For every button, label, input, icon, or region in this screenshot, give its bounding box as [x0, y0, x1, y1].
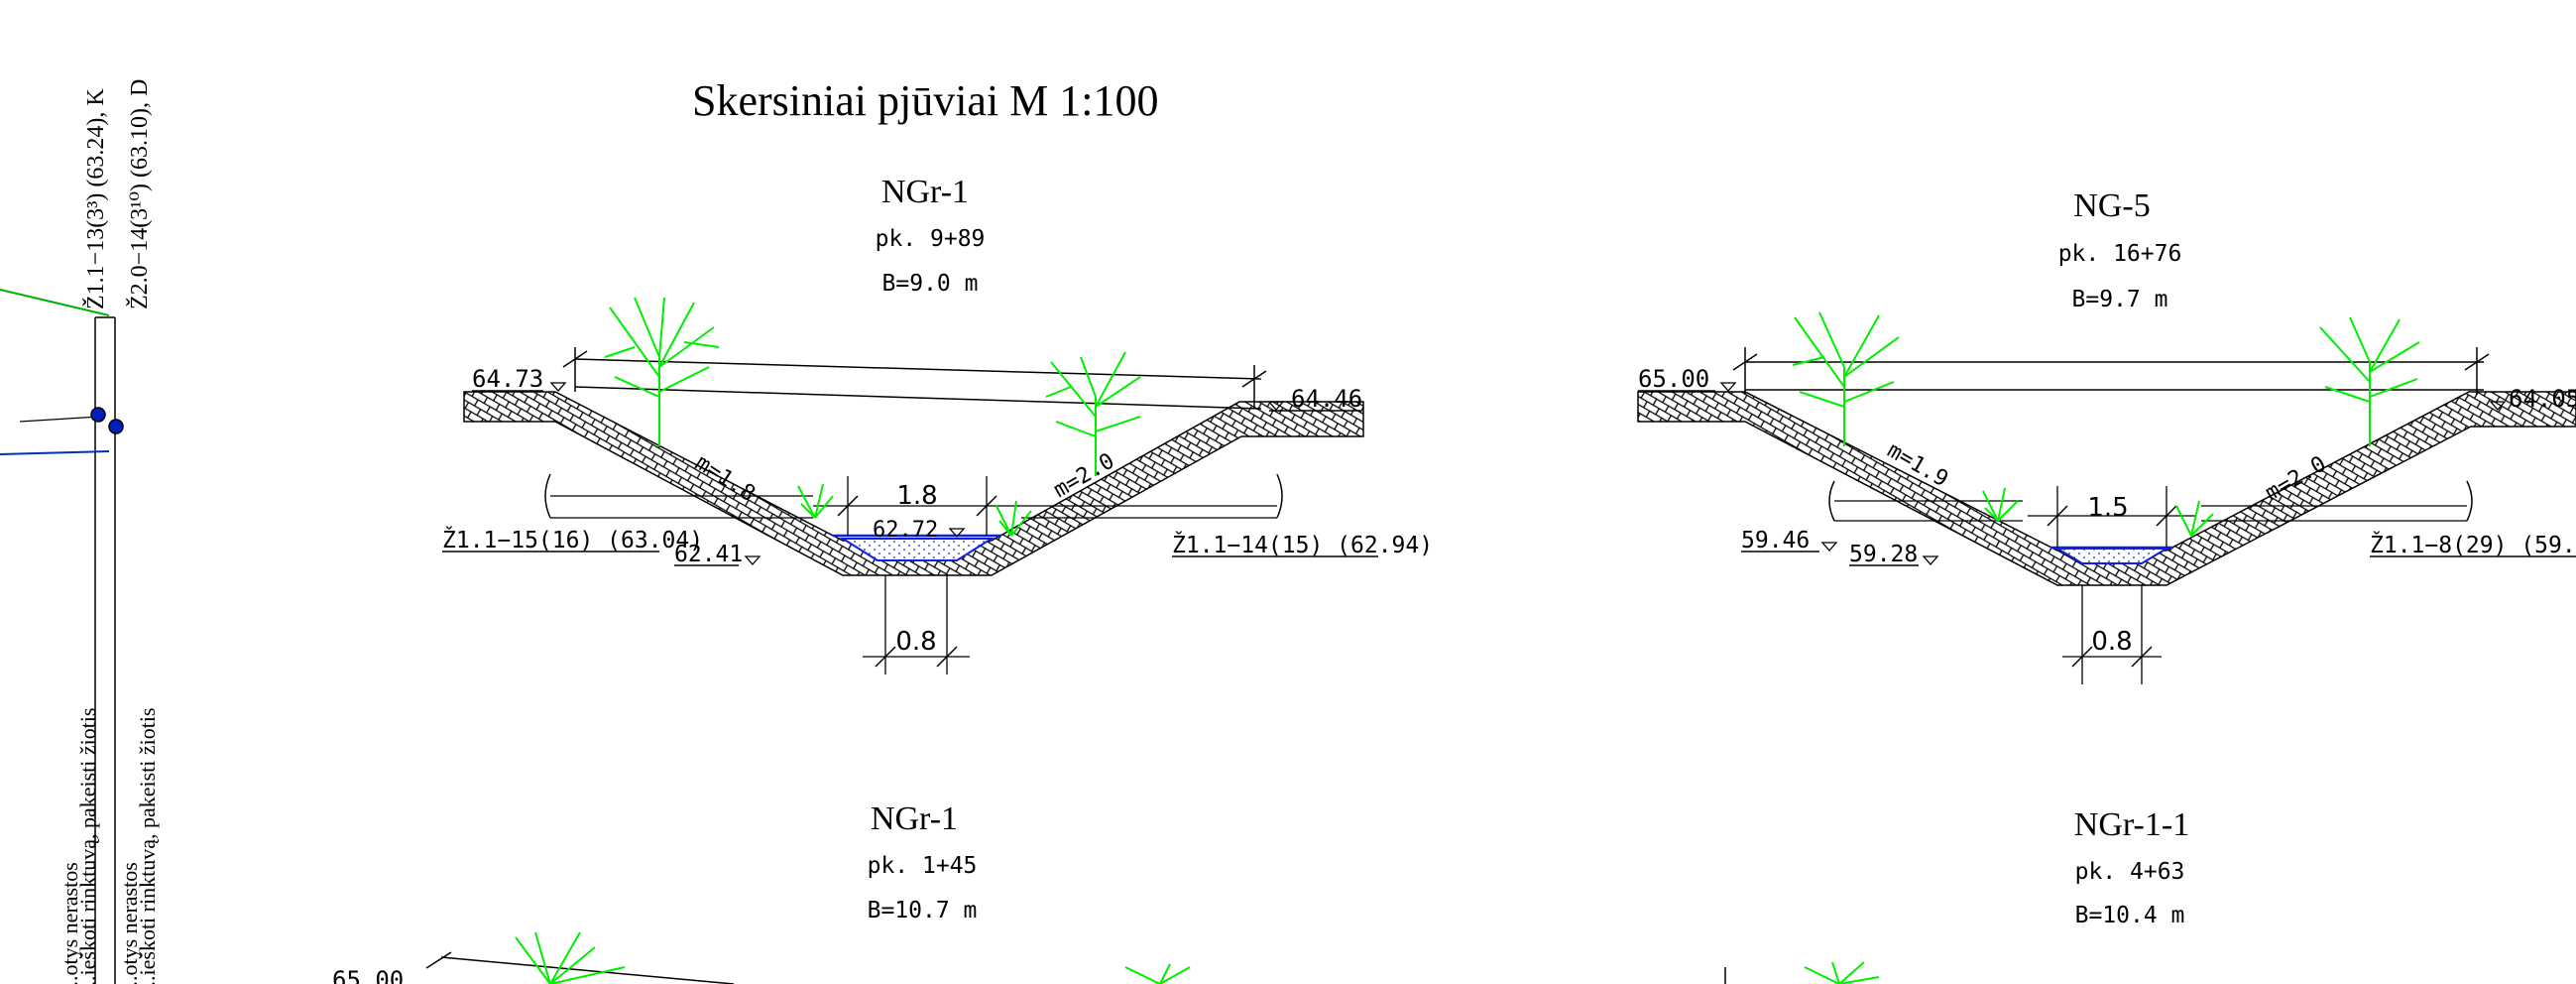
- section-width: B=10.7 m: [868, 898, 978, 923]
- tree-left: [515, 931, 626, 984]
- tree-left: [604, 297, 720, 446]
- bottom-width-label: 0.8: [895, 627, 936, 657]
- right-drain: Ž1.1−8(29) (59.84): [2370, 531, 2576, 558]
- tree-left: [1804, 961, 1880, 984]
- grass-left: [1982, 487, 2019, 522]
- well-marker-b: [108, 419, 124, 434]
- left-border: Ž1.1−13(3³) (63.24), K Ž2.0−14(3¹⁰) (63.…: [0, 79, 160, 984]
- left-drain: Ž1.1−15(16) (63.04): [442, 526, 703, 554]
- tree-left: [1792, 311, 1900, 446]
- grass-left: [797, 483, 834, 519]
- section-ngr1-145: NGr-1 pk. 1+45 B=10.7 m 65.00: [332, 800, 1191, 984]
- grass-right: [995, 500, 1032, 537]
- water-body: [839, 538, 995, 561]
- right-elev: 64.46: [1291, 385, 1362, 413]
- left-bottom-elev: 59.28: [1849, 542, 1918, 567]
- bottom-width-label: 0.8: [2091, 627, 2132, 657]
- section-pk: pk. 16+76: [2058, 241, 2182, 267]
- side-label-top-a: Ž1.1−13(3³) (63.24), K: [83, 88, 109, 309]
- left-elev: 65.00: [332, 966, 404, 984]
- section-width: B=10.4 m: [2075, 903, 2185, 928]
- side-label-bottom-b1: ...otys nerastos: [117, 862, 142, 984]
- top-width-label: 1.5: [2087, 493, 2128, 523]
- section-ngr11-463: NGr-1-1 pk. 4+63 B=10.4 m: [1724, 806, 2189, 984]
- section-name: NGr-1: [881, 174, 969, 210]
- section-name: NG-5: [2073, 187, 2150, 224]
- section-ngr1-989: NGr-1 pk. 9+89 B=9.0 m 1.8: [442, 174, 1433, 675]
- tree-right: [2319, 316, 2420, 446]
- section-pk: pk. 4+63: [2075, 859, 2185, 885]
- side-label-bottom-a1: ...otys nerastos: [58, 862, 82, 984]
- left-elev: 64.73: [472, 365, 543, 393]
- drawing-title: Skersiniai pjūviai M 1:100: [692, 76, 1159, 125]
- tree-right: [1124, 963, 1191, 984]
- side-label-top-b: Ž2.0−14(3¹⁰) (63.10), D: [127, 79, 153, 309]
- grass-right: [2175, 500, 2214, 537]
- left-elev: 65.00: [1638, 365, 1709, 393]
- left-bottom-elev: 62.41: [674, 542, 743, 567]
- side-label-bottom-a2: ...ieškoti rinktuvą, pakeisti žiotis: [75, 707, 100, 984]
- section-pk: pk. 1+45: [868, 853, 978, 879]
- side-label-bottom-b2: ...ieškoti rinktuvą, pakeisti žiotis: [135, 707, 160, 984]
- left-drain: 59.46: [1741, 528, 1810, 554]
- section-width: B=9.7 m: [2072, 287, 2168, 312]
- tree-right: [1045, 351, 1141, 476]
- section-width: B=9.0 m: [882, 271, 979, 297]
- section-name: NGr-1: [871, 800, 958, 837]
- ground-hatch: [1637, 391, 2576, 586]
- top-width-label: 1.8: [896, 481, 937, 511]
- well-marker-a: [90, 407, 106, 423]
- right-drain: Ž1.1−14(15) (62.94): [1172, 531, 1433, 558]
- section-name: NGr-1-1: [2074, 806, 2189, 843]
- drain-line: [0, 289, 110, 316]
- section-pk: pk. 9+89: [876, 226, 986, 252]
- right-elev: 64.05: [2509, 385, 2576, 413]
- section-ng5-1676: NG-5 pk. 16+76 B=9.7 m 1.5 0.8 65.00: [1637, 187, 2576, 684]
- pipe-line: [0, 450, 110, 455]
- water-level: 62.72: [873, 518, 938, 543]
